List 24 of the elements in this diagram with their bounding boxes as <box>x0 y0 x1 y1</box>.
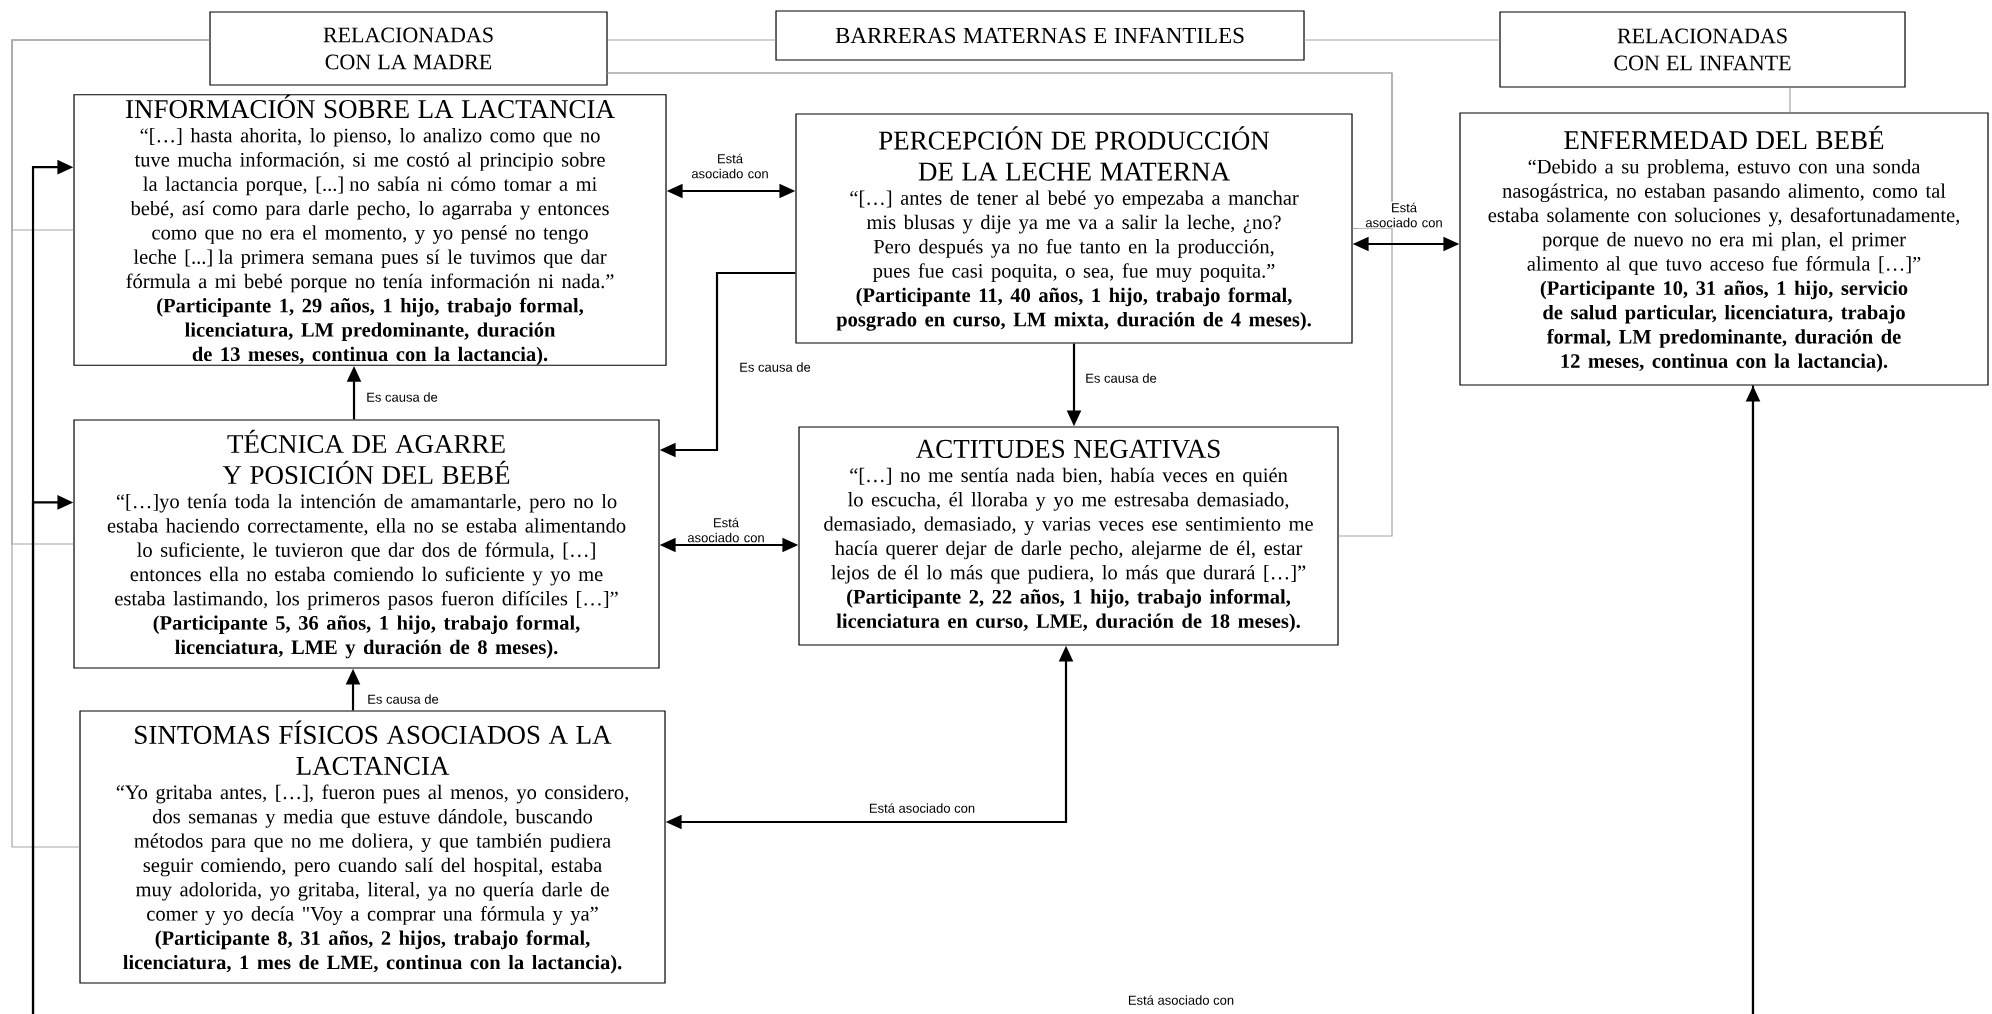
connector-line <box>1304 39 1500 41</box>
category-box: RELACIONADAS CON EL INFANTE <box>1499 11 1906 88</box>
quote-box: SINTOMAS FÍSICOS ASOCIADOS A LA LACTANCIA “Yo gritaba antes, […], fueron pues al menos, yo considero, dos semanas y media que estuve dándole, buscando métodos para que no me doliera, y que también pudiera seguir comiendo, pero cuando salí del hospital, estaba muy adolorida, yo gritaba, literal, ya no quería darle de comer y yo decía "Voy a comprar una fórmula y ya” (Participante 8, 31 años, 2 hijos, trabajo formal, licenciatura, 1 mes de LME, continua con la lactancia). <box>79 710 666 984</box>
connector-line <box>11 39 210 848</box>
edge-label: Está asociado con <box>1126 994 1236 1006</box>
edge-label: Es causa de <box>365 391 439 403</box>
edge-label: Está asociado con <box>684 152 776 180</box>
connector-line <box>1789 87 1791 113</box>
quote-box: ACTITUDES NEGATIVAS “[…] no me sentía nada bien, había veces en quién lo escucha, él lloraba y yo me estresaba demasiado, demasiado, demasiado, y varias veces ese sentimiento me hacía querer dejar de darle pecho, alejarme de él, estar lejos de él lo más que pudiera, lo más que durará […]” (Participante 2, 22 años, 1 hijo, trabajo informal, licenciatura en curso, LME, duración de 18 meses). <box>798 426 1339 646</box>
edge-label: Es causa de <box>366 693 440 705</box>
quote-box: ENFERMEDAD DEL BEBÉ “Debido a su problema, estuvo con una sonda nasogástrica, no estaban pasando alimento, como tal estaba solamente con soluciones y, desafortunadamente, porque de nuevo no era mi plan, el primer alimento al que tuvo acceso fue fórmula […]” (Participante 10, 31 años, 1 hijo, servicio de salud particular, licenciatura, trabajo formal, LM predominante, duración de 12 meses, continua con la lactancia). <box>1459 112 1989 386</box>
quote-box: INFORMACIÓN SOBRE LA LACTANCIA “[…] hasta ahorita, lo pienso, lo analizo como que no tuve mucha información, si me costó al principio sobre la lactancia porque, [...] no sabía ni cómo tomar a mi bebé, así como para darle pecho, lo agarraba y entonces como que no era el momento, y yo pensé no tengo leche [...] la primera semana pues sí le tuvimos que dar fórmula a mi bebé porque no tenía información ni nada.” (Participante 1, 29 años, 1 hijo, trabajo formal, licenciatura, LM predominante, duración de 13 meses, continua con la lactancia). <box>73 94 667 366</box>
edge-label: Está asociado con <box>867 802 977 814</box>
connector-line <box>607 39 776 41</box>
edge-label: Es causa de <box>1084 372 1158 384</box>
edge-label: Es causa de <box>738 361 812 373</box>
quote-box: TÉCNICA DE AGARRE Y POSICIÓN DEL BEBÉ “[…]yo tenía toda la intención de amamantarle, pero no lo estaba haciendo correctamente, ella no se estaba alimentando lo suficiente, le tuvieron que dar dos de fórmula, […] entonces ella no estaba comiendo lo suficiente y yo me estaba lastimando, los primeros pasos fueron difíciles […]” (Participante 5, 36 años, 1 hijo, trabajo formal, licenciatura, LME y duración de 8 meses). <box>73 419 660 669</box>
edge-label: Está asociado con <box>1358 201 1450 229</box>
edge-label: Está asociado con <box>680 516 772 544</box>
category-box: RELACIONADAS CON LA MADRE <box>209 11 608 86</box>
category-box: BARRERAS MATERNAS E INFANTILES <box>775 10 1305 61</box>
connector-line <box>607 72 1393 537</box>
arrow <box>31 385 1755 1014</box>
quote-box: PERCEPCIÓN DE PRODUCCIÓN DE LA LECHE MATERNA “[…] antes de tener al bebé yo empezaba a manchar mis blusas y dije ya me va a salir la leche, ¿no? Pero después ya no fue tanto en la producción, pues fue casi poquita, o sea, fue muy poquita.” (Participante 11, 40 años, 1 hijo, trabajo formal, posgrado en curso, LM mixta, duración de 4 meses). <box>795 113 1353 344</box>
